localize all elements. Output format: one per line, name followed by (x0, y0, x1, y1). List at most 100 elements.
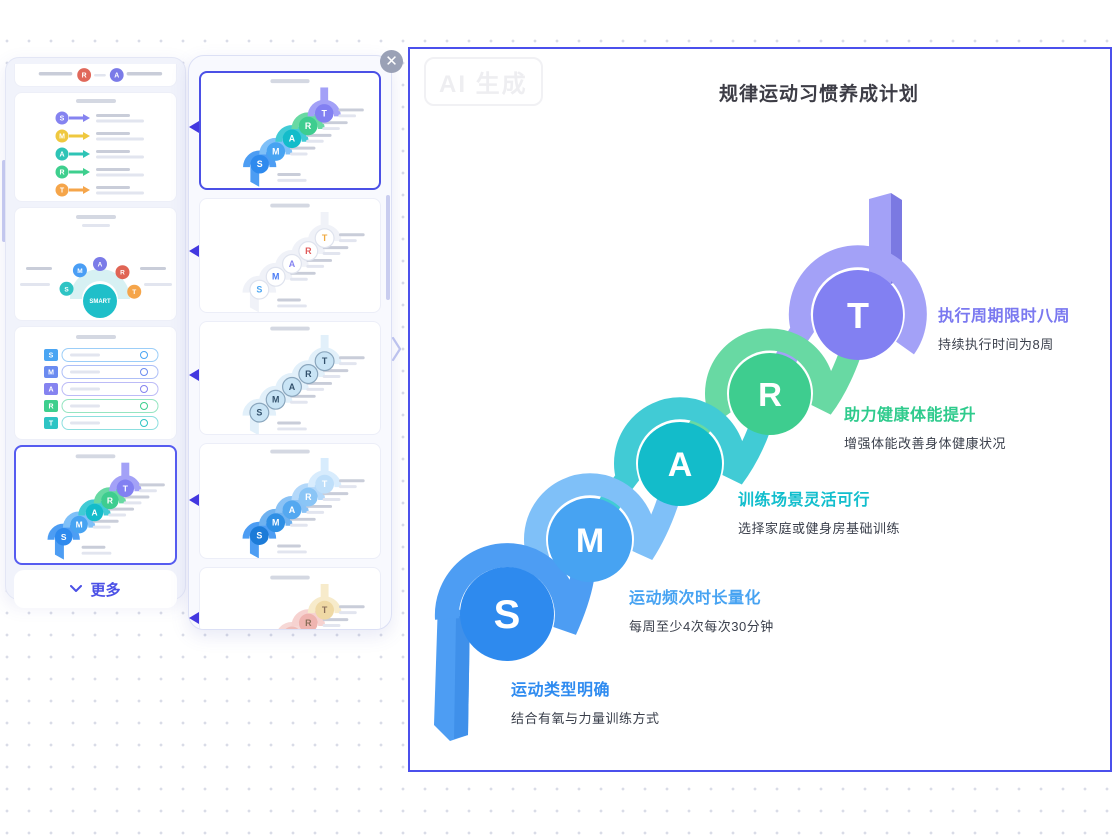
t-circle[interactable] (813, 270, 903, 360)
r-label[interactable]: 助力健康体能提升 增强体能改善身体健康状况 (844, 401, 1044, 452)
r-desc: 增强体能改善身体健康状况 (844, 436, 1007, 451)
t-desc: 持续执行时间为8周 (938, 337, 1054, 352)
svg-text:S: S (256, 407, 262, 417)
svg-text:S: S (256, 285, 262, 295)
variant-thumb-warm[interactable]: SMART (199, 567, 381, 629)
variants-panel-scrollbar[interactable] (386, 195, 390, 300)
primary-panel-scrollbar[interactable] (2, 160, 6, 242)
m-label[interactable]: 运动频次时长量化 每周至少4次每次30分钟 (629, 584, 829, 635)
s-desc: 结合有氧与力量训练方式 (511, 711, 660, 726)
r-circle[interactable] (729, 353, 811, 435)
svg-text:SMART: SMART (89, 299, 111, 305)
s-title: 运动类型明确 (511, 682, 611, 699)
s-pipe-side (454, 614, 470, 739)
svg-text:R: R (82, 72, 87, 79)
s-label[interactable]: 运动类型明确 结合有氧与力量训练方式 (511, 676, 711, 727)
svg-text:A: A (289, 504, 296, 514)
svg-text:A: A (97, 262, 102, 269)
svg-text:S: S (48, 353, 53, 360)
templates-panel-variants: SMART SMART SMART SMART SMART (188, 55, 392, 630)
template-pointer-icon (189, 494, 199, 506)
svg-text:M: M (59, 134, 65, 141)
svg-text:R: R (120, 270, 125, 277)
a-label[interactable]: 训练场景灵活可行 选择家庭或健身房基础训练 (738, 486, 938, 537)
svg-text:S: S (257, 159, 263, 169)
chevron-right-icon[interactable] (391, 336, 403, 367)
svg-text:T: T (123, 483, 129, 493)
svg-text:R: R (59, 170, 64, 177)
top-margin (0, 0, 1120, 38)
m-circle[interactable] (548, 498, 632, 582)
svg-text:S: S (256, 530, 262, 540)
svg-text:M: M (48, 370, 54, 377)
template-thumb-tag-list[interactable]: S M A R T (14, 326, 177, 440)
smart-staircase-diagram[interactable]: T R A M S (410, 49, 1110, 770)
m-desc: 每周至少4次每次30分钟 (629, 619, 774, 634)
a-ribbon (588, 397, 771, 530)
svg-text:A: A (114, 72, 119, 79)
a-title: 训练场景灵活可行 (738, 492, 871, 509)
t-title: 执行周期限时八周 (938, 308, 1071, 325)
svg-text:R: R (305, 369, 312, 379)
m-letter: M (576, 522, 604, 560)
chevron-down-icon (70, 585, 83, 592)
slide-canvas[interactable]: AI 生成 规律运动习惯养成计划 T R A M S 执行周期限时八周 持续执行… (408, 47, 1112, 772)
t-letter: T (847, 295, 869, 336)
svg-text:T: T (48, 421, 53, 428)
svg-text:T: T (322, 356, 328, 366)
m-title: 运动频次时长量化 (629, 590, 762, 607)
s-letter: S (494, 593, 521, 637)
template-pointer-icon (189, 369, 199, 381)
svg-text:A: A (289, 381, 296, 391)
svg-text:S: S (59, 116, 64, 123)
template-pointer-icon (189, 121, 199, 133)
svg-text:M: M (272, 272, 279, 282)
svg-text:S: S (61, 532, 67, 542)
svg-text:T: T (322, 479, 328, 489)
svg-text:R: R (305, 618, 312, 628)
svg-text:A: A (289, 259, 296, 269)
svg-text:A: A (289, 134, 296, 144)
svg-text:M: M (77, 268, 82, 275)
s-circle[interactable] (460, 567, 554, 661)
r-title: 助力健康体能提升 (844, 407, 977, 424)
svg-text:R: R (305, 246, 312, 256)
r-ribbon (676, 328, 861, 453)
svg-text:R: R (107, 495, 113, 505)
slide-title: 规律运动习惯养成计划 (719, 84, 920, 105)
svg-text:M: M (76, 520, 83, 530)
svg-text:S: S (64, 286, 69, 293)
more-label: 更多 (90, 581, 121, 599)
r-letter: R (758, 376, 782, 413)
svg-text:R: R (48, 404, 53, 411)
svg-text:T: T (132, 289, 136, 296)
template-thumb-arrow-list[interactable]: S M A R T (14, 92, 177, 202)
t-label[interactable]: 执行周期限时八周 持续执行时间为8周 (938, 302, 1110, 353)
template-pointer-icon (189, 245, 199, 257)
svg-text:M: M (272, 146, 279, 156)
template-pointer-icon (189, 612, 199, 624)
svg-text:M: M (272, 517, 279, 527)
more-button[interactable]: 更多 (14, 570, 177, 608)
a-desc: 选择家庭或健身房基础训练 (738, 521, 901, 536)
close-icon[interactable]: ✕ (380, 50, 403, 73)
s-ribbon (434, 543, 594, 635)
svg-text:A: A (91, 508, 97, 518)
svg-text:T: T (59, 188, 64, 195)
svg-text:A: A (59, 152, 64, 159)
svg-text:A: A (48, 387, 53, 394)
a-circle[interactable] (638, 422, 722, 506)
svg-text:T: T (322, 605, 328, 615)
t-ribbon (765, 245, 927, 386)
svg-text:M: M (272, 394, 279, 404)
a-letter: A (668, 446, 693, 484)
svg-text:T: T (322, 233, 328, 243)
svg-text:R: R (305, 492, 312, 502)
